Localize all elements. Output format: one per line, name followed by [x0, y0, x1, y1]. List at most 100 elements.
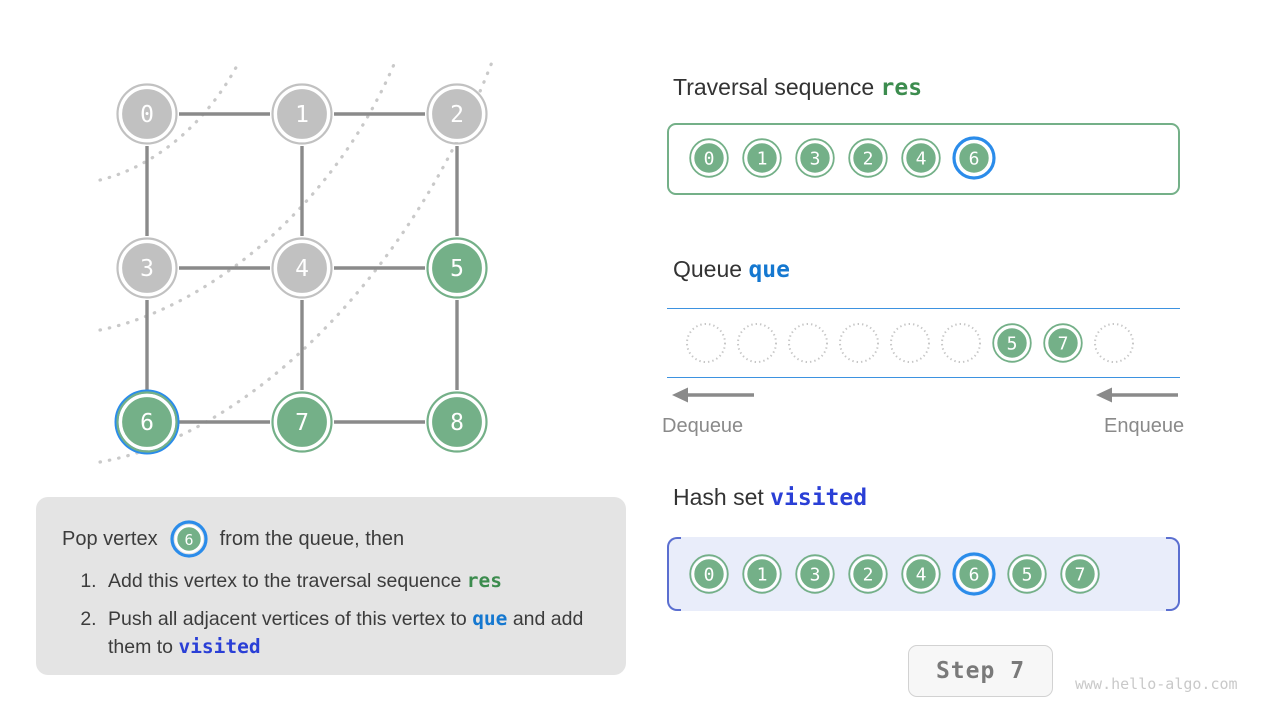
- res-item-3[interactable]: 3: [793, 136, 837, 180]
- chip-highlight-ring: [170, 520, 208, 558]
- graph-vertex-7[interactable]: 7: [271, 391, 333, 453]
- caption-box: Pop vertex 6 from the queue, then Add th…: [36, 497, 626, 675]
- vertex-circle: [118, 393, 176, 451]
- visited-item-0[interactable]: 0: [687, 552, 731, 596]
- vertex-label: 4: [295, 256, 309, 282]
- vertex-label: 6: [140, 410, 154, 436]
- visited-item-4[interactable]: 4: [899, 552, 943, 596]
- res-item-0[interactable]: 0: [687, 136, 731, 180]
- chip-label: 6: [969, 565, 980, 586]
- chip-circle: [1062, 556, 1098, 592]
- queue-item-5[interactable]: 5: [990, 321, 1034, 365]
- graph-edges: [145, 112, 459, 424]
- chip-outer-rim: [1060, 554, 1100, 594]
- dequeue-arrow-icon: [670, 386, 756, 409]
- graph-vertex-8[interactable]: 8: [426, 391, 488, 453]
- vertex-outer-rim: [271, 237, 333, 299]
- graph-vertex-3[interactable]: 3: [116, 237, 178, 299]
- chip-label: 3: [810, 149, 821, 170]
- caption-step-item-2: Push all adjacent vertices of this verte…: [102, 605, 600, 661]
- vertex-circle: [273, 393, 331, 451]
- chip-circle: [744, 556, 780, 592]
- chip-outer-rim: [901, 138, 941, 178]
- chip-highlight-ring: [952, 136, 996, 180]
- queue-item-7[interactable]: 7: [1041, 321, 1085, 365]
- step-badge: Step 7: [908, 645, 1053, 697]
- enqueue-label: Enqueue: [1104, 415, 1185, 437]
- visited-title-code: visited: [770, 485, 868, 511]
- chip-label: 0: [704, 565, 715, 586]
- caption-text-after: from the queue, then: [219, 527, 405, 550]
- res-item-6[interactable]: 6: [952, 136, 996, 180]
- step2-text: Push all adjacent vertices of this verte…: [108, 608, 473, 630]
- chip-label: 4: [916, 149, 927, 170]
- graph-vertex-5[interactable]: 5: [426, 237, 488, 299]
- visited-item-1[interactable]: 1: [740, 552, 784, 596]
- chip-circle: [1045, 325, 1081, 361]
- queue-empty-slot[interactable]: [735, 321, 779, 365]
- vertex-circle: [428, 393, 486, 451]
- vertex-label: 7: [295, 410, 309, 436]
- visited-item-3[interactable]: 3: [793, 552, 837, 596]
- chip-outer-rim: [992, 323, 1032, 363]
- queue-empty-slot[interactable]: [786, 321, 830, 365]
- graph-vertex-1[interactable]: 1: [271, 83, 333, 145]
- caption-step-list: Add this vertex to the traversal sequenc…: [62, 567, 600, 661]
- visited-item-5[interactable]: 5: [1005, 552, 1049, 596]
- chip-circle: [1009, 556, 1045, 592]
- empty-slot-circle: [839, 323, 879, 363]
- chip-circle: [956, 556, 992, 592]
- queue-empty-slot[interactable]: [939, 321, 983, 365]
- visited-bracket-right: [1166, 537, 1180, 611]
- empty-slot-circle: [1094, 323, 1134, 363]
- vertex-circle: [428, 239, 486, 297]
- res-title-code: res: [880, 75, 923, 101]
- res-item-2[interactable]: 2: [846, 136, 890, 180]
- chip-circle: [903, 556, 939, 592]
- chip-highlight-ring: [952, 552, 996, 596]
- graph-canvas: 0 1 2 3 4 5 6 7 8: [98, 58, 494, 464]
- res-item-4[interactable]: 4: [899, 136, 943, 180]
- bfs-wavefront-curves: [98, 58, 494, 464]
- vertex-label: 3: [140, 256, 154, 282]
- visited-item-2[interactable]: 2: [846, 552, 890, 596]
- res-container: [667, 123, 1180, 195]
- queue-section-title: Queue que: [673, 256, 790, 283]
- res-title-plain: Traversal sequence: [673, 74, 875, 100]
- queue-empty-slot[interactable]: [837, 321, 881, 365]
- step2-code-que: que: [472, 607, 508, 630]
- res-chip-row: 0 1 3 2 4 6: [687, 136, 996, 180]
- chip-circle: [797, 140, 833, 176]
- vertex-outer-rim: [426, 237, 488, 299]
- graph-vertex-4[interactable]: 4: [271, 237, 333, 299]
- graph-vertex-0[interactable]: 0: [116, 83, 178, 145]
- queue-title-code: que: [748, 257, 790, 283]
- vertex-outer-rim: [116, 237, 178, 299]
- chip-label: 7: [1058, 334, 1069, 355]
- chip-outer-rim: [848, 138, 888, 178]
- vertex-label: 1: [295, 102, 309, 128]
- chip-circle: [956, 140, 992, 176]
- empty-slot-circle: [941, 323, 981, 363]
- graph-panel: 0 1 2 3 4 5 6 7 8: [0, 0, 640, 480]
- res-item-1[interactable]: 1: [740, 136, 784, 180]
- chip-outer-rim: [742, 138, 782, 178]
- chip-outer-rim: [795, 554, 835, 594]
- chip-label: 1: [757, 565, 768, 586]
- chip-label: 1: [757, 149, 768, 170]
- queue-empty-slot[interactable]: [684, 321, 728, 365]
- caption-text-before: Pop vertex: [62, 527, 158, 550]
- graph-vertex-6[interactable]: 6: [114, 389, 180, 455]
- chip-circle: [174, 524, 203, 554]
- step1-code-res: res: [466, 569, 503, 592]
- chip-circle: [903, 140, 939, 176]
- step2-text-2: and add them to: [108, 608, 584, 658]
- visited-item-7[interactable]: 7: [1058, 552, 1102, 596]
- graph-vertex-2[interactable]: 2: [426, 83, 488, 145]
- queue-empty-slot[interactable]: [1092, 321, 1136, 365]
- chip-circle: [994, 325, 1030, 361]
- queue-empty-slot[interactable]: [888, 321, 932, 365]
- graph-nodes: 0 1 2 3 4 5 6 7 8: [114, 83, 488, 455]
- visited-item-6[interactable]: 6: [952, 552, 996, 596]
- visited-section-title: Hash set visited: [673, 484, 867, 511]
